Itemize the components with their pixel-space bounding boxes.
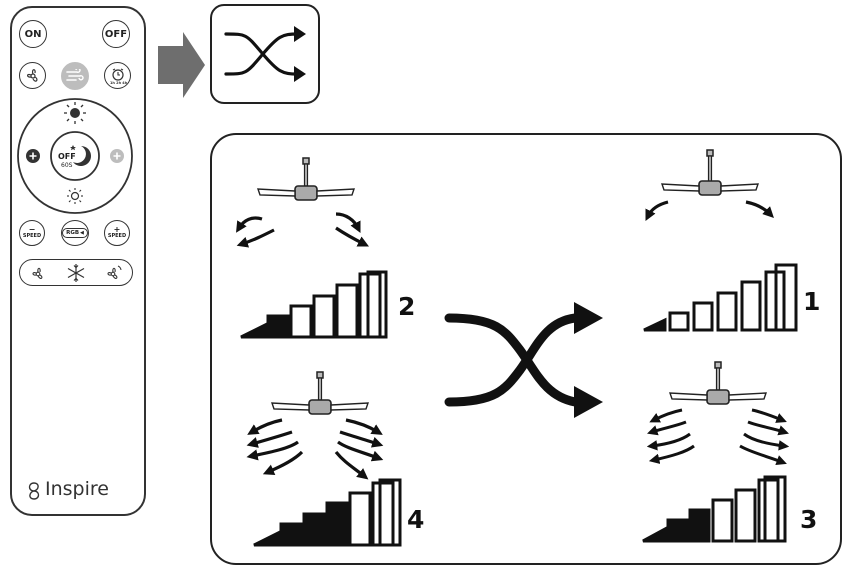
pad-right-plus-button[interactable] bbox=[109, 148, 125, 164]
ceiling-fan-top-right bbox=[661, 149, 759, 196]
speed-down-button[interactable]: − SPEED bbox=[19, 220, 45, 246]
ceiling-fan-bottom-right bbox=[669, 361, 767, 405]
speed-down-label: SPEED bbox=[22, 233, 42, 239]
remote-dpad-graphics bbox=[17, 98, 133, 214]
timer-off-label: OFF bbox=[58, 152, 76, 161]
plus-icon bbox=[26, 149, 40, 163]
alarm-clock-icon: 1h 2h 4h bbox=[110, 68, 127, 85]
brand-mark-icon bbox=[28, 482, 40, 500]
sun-dim-icon bbox=[67, 188, 83, 204]
fan-reverse-icon bbox=[107, 265, 122, 279]
central-arrow-head-bottom bbox=[574, 386, 603, 418]
level-label-2: 2 bbox=[398, 292, 416, 321]
central-shuffle-arrows bbox=[444, 313, 580, 407]
brand-logo bbox=[25, 481, 43, 501]
timer-button[interactable]: 1h 2h 4h bbox=[104, 62, 131, 89]
fan-reverse-button[interactable] bbox=[103, 263, 123, 283]
wind-mode-button[interactable] bbox=[61, 62, 89, 90]
sun-bright-icon bbox=[64, 102, 86, 124]
fan-small-button[interactable] bbox=[29, 264, 47, 282]
light-dim-button[interactable] bbox=[66, 187, 84, 205]
airflow-medium-bottom-right bbox=[646, 408, 790, 466]
mode-capsule bbox=[19, 259, 133, 286]
level-label-1: 1 bbox=[803, 287, 821, 316]
level-bars-4 bbox=[253, 478, 402, 547]
plus-small-icon: + bbox=[113, 225, 121, 234]
pad-left-plus-button[interactable] bbox=[25, 148, 41, 164]
shuffle-icon bbox=[224, 26, 306, 82]
level-bars-3 bbox=[642, 475, 787, 543]
rgb-button[interactable]: RGB ◀ bbox=[61, 220, 89, 246]
airflow-low-top-right bbox=[645, 200, 774, 222]
central-arrow-head-top bbox=[574, 302, 603, 334]
play-icon: ◀ bbox=[80, 230, 84, 236]
pointer-arrow-icon bbox=[158, 32, 205, 98]
on-button[interactable]: ON bbox=[19, 20, 47, 48]
speed-up-label: SPEED bbox=[107, 233, 127, 239]
level-bars-1 bbox=[643, 263, 798, 332]
fan-icon bbox=[26, 68, 38, 82]
speed-up-button[interactable]: + SPEED bbox=[104, 220, 130, 246]
level-label-3: 3 bbox=[800, 505, 818, 534]
brand-name: Inspire bbox=[45, 478, 109, 500]
fan-mode-button[interactable] bbox=[19, 62, 46, 89]
sleep-timer-button[interactable] bbox=[51, 132, 99, 180]
rgb-label: RGB bbox=[66, 230, 80, 236]
reverse-mode-button[interactable] bbox=[210, 4, 320, 104]
rgb-inner-ring: RGB ◀ bbox=[62, 228, 88, 238]
ceiling-fan-top-left bbox=[257, 157, 355, 201]
svg-text:1h 2h 4h: 1h 2h 4h bbox=[110, 81, 127, 85]
off-button[interactable]: OFF bbox=[102, 20, 130, 48]
snowflake-button[interactable] bbox=[66, 263, 86, 283]
moon-icon bbox=[70, 145, 91, 166]
plus-icon bbox=[110, 149, 124, 163]
level-label-4: 4 bbox=[407, 505, 425, 534]
remote-control bbox=[10, 6, 146, 516]
minus-icon: − bbox=[28, 225, 36, 234]
level-bars-2 bbox=[240, 270, 388, 339]
airflow-high-bottom-left bbox=[246, 418, 384, 480]
snowflake-icon bbox=[67, 264, 85, 282]
airflow-low-top-left bbox=[236, 212, 370, 248]
timer-sub-label: 60S bbox=[61, 162, 73, 169]
wind-icon bbox=[66, 69, 84, 81]
diagram-panel bbox=[210, 133, 842, 565]
ceiling-fan-bottom-left bbox=[271, 371, 369, 415]
light-bright-button[interactable] bbox=[63, 101, 87, 125]
fan-small-icon bbox=[32, 267, 43, 279]
